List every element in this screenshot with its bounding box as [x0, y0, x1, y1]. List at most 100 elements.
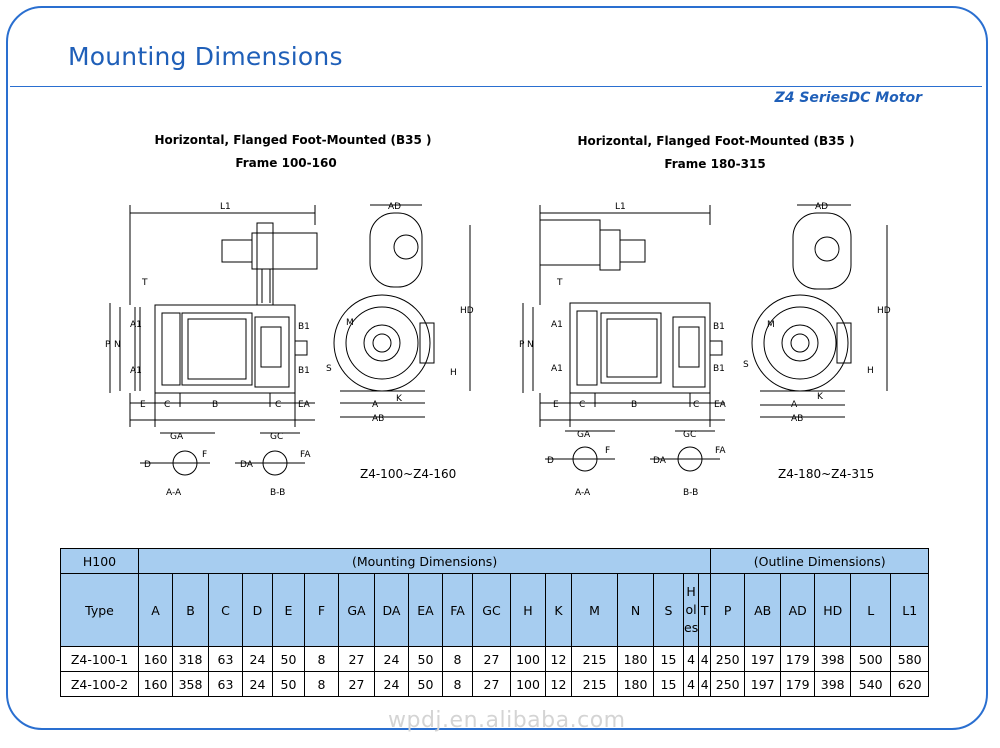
table-cell: 24 [242, 671, 273, 697]
dim-AB: AB [372, 414, 384, 424]
dim-M: M [346, 318, 354, 328]
table-cell: Z4-100-2 [60, 671, 139, 697]
table-cell: 15 [653, 671, 684, 697]
col-type: Type [60, 573, 139, 647]
table-cell: 250 [710, 646, 746, 672]
col-T: T [698, 573, 712, 647]
technical-drawing-frame-180-315: L1 P N A1 A1 B1 B1 T E C B C EA AD HD A … [519, 202, 891, 498]
table-cell: 27 [338, 646, 375, 672]
table-cell: 250 [710, 671, 746, 697]
table-row: Z4-100-1 160 318 63 24 50 8 27 24 50 8 2… [60, 646, 930, 672]
dim-FA: FA [715, 446, 726, 456]
table-cell: 160 [138, 671, 173, 697]
dim-D: D [144, 460, 151, 470]
table-cell: 8 [442, 671, 473, 697]
figure-1-model-range: Z4-100~Z4-160 [360, 467, 457, 481]
table-cell: 215 [571, 646, 618, 672]
dim-DA: DA [653, 456, 667, 466]
col-B: B [172, 573, 209, 647]
table-cell: 63 [208, 646, 243, 672]
dim-A1-bottom: A1 [130, 366, 142, 376]
figure-2-model-range: Z4-180~Z4-315 [778, 467, 875, 481]
table-cell: 180 [617, 671, 654, 697]
dimensions-table: H100 (Mounting Dimensions) (Outline Dime… [60, 548, 930, 697]
dim-A: A [791, 400, 798, 410]
table-cell: 8 [304, 646, 339, 672]
col-D: D [242, 573, 273, 647]
table-cell: 50 [408, 671, 443, 697]
dim-E: E [140, 400, 146, 410]
table-cell: 215 [571, 671, 618, 697]
dim-C-left: C [579, 400, 585, 410]
table-cell: 12 [545, 646, 572, 672]
col-GA: GA [338, 573, 375, 647]
dim-B1-top: B1 [713, 322, 725, 332]
dim-B: B [212, 400, 218, 410]
dim-N: N [527, 340, 534, 350]
dim-B1-bottom: B1 [298, 366, 310, 376]
watermark: wpdj.en.alibaba.com [388, 708, 626, 733]
col-DA: DA [374, 573, 409, 647]
dim-T: T [141, 278, 148, 288]
section-A-A: A-A [575, 488, 591, 498]
col-AB: AB [744, 573, 782, 647]
dim-AB: AB [791, 414, 803, 424]
table-cell: 24 [374, 671, 409, 697]
table-cell: 8 [442, 646, 473, 672]
col-K: K [545, 573, 572, 647]
section-A-A: A-A [166, 488, 182, 498]
dim-C-left: C [164, 400, 170, 410]
table-cell: 398 [814, 671, 852, 697]
table-cell: 100 [510, 646, 546, 672]
table-cell: 24 [242, 646, 273, 672]
dim-F: F [605, 446, 610, 456]
group-mounting-dimensions: (Mounting Dimensions) [137, 548, 712, 574]
dim-T: T [556, 278, 563, 288]
dim-P: P [105, 340, 111, 350]
dim-M: M [767, 320, 775, 330]
figure-1-caption-line1: Horizontal, Flanged Foot-Mounted (B35 ) [154, 133, 432, 147]
table-cell: 4 [698, 646, 712, 672]
dim-C-right: C [275, 400, 281, 410]
col-F: F [304, 573, 339, 647]
dim-H: H [450, 368, 457, 378]
col-P: P [710, 573, 746, 647]
dim-AD: AD [388, 202, 401, 212]
table-cell: 358 [172, 671, 209, 697]
dim-EA: EA [298, 400, 311, 410]
col-FA: FA [442, 573, 473, 647]
col-holes-part1: H [686, 584, 696, 599]
group-h100: H100 [60, 548, 139, 574]
table-cell: 4 [682, 671, 700, 697]
dim-K: K [817, 392, 824, 402]
dim-FA: FA [300, 450, 311, 460]
dim-D: D [547, 456, 554, 466]
col-N: N [617, 573, 654, 647]
dim-GA: GA [170, 432, 184, 442]
dim-GA: GA [577, 430, 591, 440]
col-AD: AD [780, 573, 816, 647]
dim-L1: L1 [220, 202, 231, 212]
table-cell: 4 [682, 646, 700, 672]
col-holes-part3: es [684, 620, 699, 635]
col-holes-part2: ol [685, 602, 697, 617]
figure-1-caption-line2: Frame 100-160 [235, 156, 337, 170]
dim-K: K [396, 394, 403, 404]
dim-GC: GC [270, 432, 283, 442]
table-cell: 15 [653, 646, 684, 672]
col-L1: L1 [890, 573, 930, 647]
table-cell: 24 [374, 646, 409, 672]
col-H: H [510, 573, 546, 647]
dim-N: N [114, 340, 121, 350]
col-EA: EA [408, 573, 443, 647]
dim-HD: HD [460, 306, 474, 316]
page-border [6, 6, 988, 730]
col-M: M [571, 573, 618, 647]
table-cell: 197 [744, 671, 782, 697]
dim-A1-bottom: A1 [551, 364, 563, 374]
dim-C-right: C [693, 400, 699, 410]
col-L: L [850, 573, 892, 647]
table-cell: 4 [698, 671, 712, 697]
series-label: Z4 SeriesDC Motor [774, 90, 922, 106]
table-cell: 179 [780, 646, 816, 672]
